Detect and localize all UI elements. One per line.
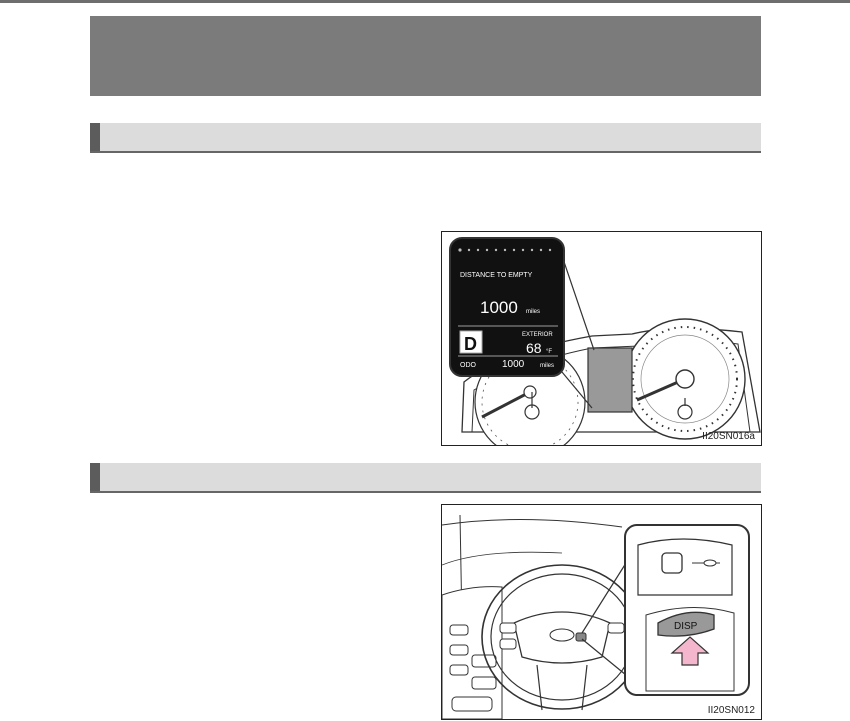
press-arrow-icon (670, 636, 710, 666)
display-heading: DISTANCE TO EMPTY (460, 272, 533, 279)
top-rule (0, 0, 850, 3)
steering-illustration: DISP (442, 514, 750, 719)
display-gear: D (464, 334, 477, 354)
display-unit: miles (526, 309, 540, 315)
cluster-figure: DISTANCE TO EMPTY 1000 miles D EXTERIOR … (441, 231, 762, 446)
figure-id-cluster: II20SN016a (702, 431, 755, 442)
steering-figure: DISP II20SN012 (441, 504, 762, 720)
section-tab (90, 123, 100, 151)
display-odo-label: ODO (460, 362, 477, 369)
display-exterior-label: EXTERIOR (522, 332, 553, 338)
section-header-1 (90, 123, 761, 153)
display-odo-value: 1000 (502, 359, 525, 370)
display-temp-unit: °F (546, 349, 552, 355)
section-tab (90, 463, 100, 491)
display-dots (458, 248, 552, 252)
display-odo-unit: miles (540, 363, 554, 369)
figure-id-steering: II20SN012 (707, 705, 755, 716)
page-title-band (90, 16, 761, 96)
section-header-2 (90, 463, 761, 493)
display-exterior-temp: 68 (526, 340, 542, 356)
disp-button-label: DISP (674, 621, 698, 632)
cluster-illustration: DISTANCE TO EMPTY 1000 miles D EXTERIOR … (449, 237, 761, 445)
display-value: 1000 (480, 298, 518, 317)
